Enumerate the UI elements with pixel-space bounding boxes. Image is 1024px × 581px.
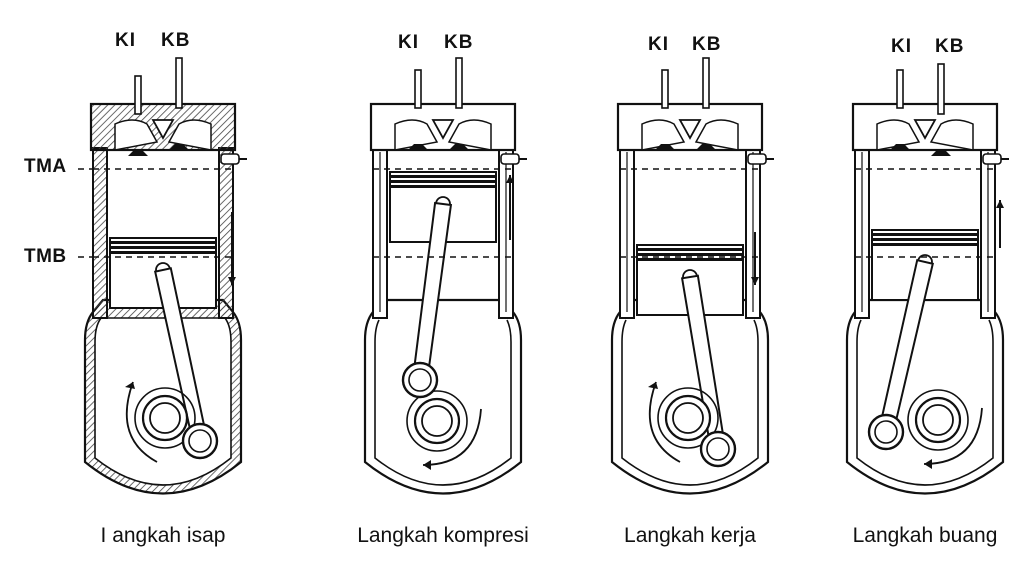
rotation-arrow: [422, 408, 482, 466]
rotation-arrowhead: [924, 459, 932, 469]
spark-plug: [747, 153, 767, 165]
valve-label-kb-3: KB: [692, 34, 722, 55]
exhaust-valve-stem: [937, 63, 945, 115]
head-wedge: [678, 119, 702, 140]
crankcase-inner: [856, 319, 994, 486]
valve-label-ki-2: KI: [398, 32, 419, 53]
caption-langkah-buang: Langkah buang: [852, 524, 998, 547]
valve-label-ki-3: KI: [648, 34, 669, 55]
valve-label-ki-4: KI: [891, 36, 912, 57]
intake-port: [876, 119, 921, 151]
piston-ring: [637, 253, 743, 256]
exhaust-valve-head: [449, 144, 469, 150]
tma-label: TMA: [24, 156, 67, 177]
intake-valve-stem: [896, 69, 904, 109]
rotation-arrow: [125, 381, 158, 463]
exhaust-port: [167, 119, 212, 151]
exhaust-valve-stem: [175, 57, 183, 109]
piston-ring: [110, 251, 216, 254]
intake-port: [641, 119, 686, 151]
crankshaft-inner: [922, 404, 954, 436]
exhaust-port: [929, 119, 974, 151]
exhaust-valve-head: [696, 144, 716, 150]
rotation-arrowhead: [423, 460, 431, 470]
piston-ring: [872, 243, 978, 246]
piston-ring: [390, 180, 496, 183]
engine-4: [845, 63, 1009, 495]
crankcase: [363, 298, 523, 495]
exhaust-valve-stem: [455, 57, 463, 109]
exhaust-port: [447, 119, 492, 151]
intake-valve-head: [408, 144, 428, 150]
stroke-direction-arrowhead: [228, 277, 236, 285]
crank-pin-inner: [188, 429, 212, 453]
valve-label-kb-4: KB: [935, 36, 965, 57]
rotation-arrow: [648, 381, 681, 463]
stroke-direction-arrowhead: [751, 277, 759, 285]
crankshaft-inner: [149, 402, 181, 434]
intake-port: [114, 119, 159, 151]
intake-valve-head: [128, 150, 148, 156]
engine-2: [363, 57, 527, 495]
crank-web: [134, 387, 196, 449]
rotation-arrowhead: [125, 382, 135, 389]
valve-label-kb-1: KB: [161, 30, 191, 51]
spark-plug: [220, 153, 240, 165]
crankcase-inner: [621, 319, 759, 486]
exhaust-valve-head: [931, 150, 951, 156]
exhaust-valve-stem: [702, 57, 710, 109]
crank-web: [406, 390, 468, 452]
engine-1: [83, 57, 247, 495]
piston-ring: [872, 233, 978, 236]
intake-valve-head: [890, 144, 910, 150]
exhaust-valve-head: [169, 144, 189, 150]
piston-ring: [110, 241, 216, 244]
piston-ring: [110, 246, 216, 249]
piston-ring: [872, 238, 978, 241]
crankshaft-inner: [421, 405, 453, 437]
engine-3: [610, 57, 774, 495]
piston-ring: [637, 248, 743, 251]
piston-ring: [637, 258, 743, 261]
head-wedge: [151, 119, 175, 140]
caption-langkah-isap: I angkah isap: [100, 524, 226, 547]
stroke-direction-arrowhead: [996, 200, 1004, 208]
caption-langkah-kerja: Langkah kerja: [624, 524, 756, 547]
spark-plug: [500, 153, 520, 165]
valve-label-ki-1: KI: [115, 30, 136, 51]
crank-web: [657, 387, 719, 449]
crank-pin-inner: [874, 420, 898, 444]
crank-pin-inner: [408, 368, 432, 392]
head-wedge: [913, 119, 937, 140]
caption-langkah-kompresi: Langkah kompresi: [357, 524, 529, 547]
crank-web: [907, 389, 969, 451]
valve-label-kb-2: KB: [444, 32, 474, 53]
spark-plug: [982, 153, 1002, 165]
piston-ring: [390, 185, 496, 188]
intake-port: [394, 119, 439, 151]
crankshaft-inner: [672, 402, 704, 434]
cylinder-wall-right: [218, 147, 234, 319]
intake-valve-stem: [414, 69, 422, 109]
rotation-arrow: [923, 407, 983, 465]
crankcase-inner: [374, 319, 512, 486]
piston-ring: [390, 175, 496, 178]
stroke-direction-arrowhead: [506, 175, 514, 183]
intake-valve-head: [655, 144, 675, 150]
cylinder-wall-left: [92, 147, 108, 319]
rotation-arrowhead: [648, 382, 658, 389]
intake-valve-stem: [134, 75, 142, 115]
crank-pin-inner: [706, 437, 730, 461]
intake-valve-stem: [661, 69, 669, 109]
exhaust-port: [694, 119, 739, 151]
tmb-label: TMB: [24, 246, 67, 267]
head-wedge: [431, 119, 455, 140]
